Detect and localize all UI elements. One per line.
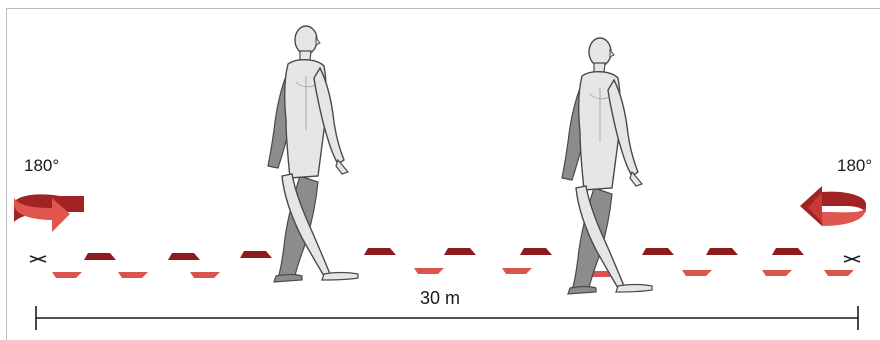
- footprint-icon: [190, 272, 220, 278]
- footprint-row-upper: [84, 248, 804, 260]
- footprint-row-lower: [52, 268, 854, 278]
- footprint-icon: [762, 270, 792, 276]
- footprint-icon: [444, 248, 476, 255]
- footprint-icon: [414, 268, 444, 274]
- turn-left-label: 180°: [24, 156, 59, 176]
- footprint-icon: [52, 272, 82, 278]
- footprint-icon: [118, 272, 148, 278]
- footprint-icon: [240, 251, 272, 258]
- turn-right-label: 180°: [837, 156, 872, 176]
- cross-marker-icon: [844, 256, 860, 262]
- footprint-icon: [642, 248, 674, 255]
- footprint-icon: [824, 270, 854, 276]
- turn-arrow-icon: [14, 194, 84, 232]
- cross-marker-icon: [30, 256, 46, 262]
- footprint-icon: [168, 253, 200, 260]
- footprint-icon: [502, 268, 532, 274]
- footprint-icon: [84, 253, 116, 260]
- walking-person-icon: [562, 38, 652, 294]
- footprint-icon: [364, 248, 396, 255]
- footprint-icon: [772, 248, 804, 255]
- walking-person-icon: [268, 26, 358, 282]
- distance-line: [36, 306, 858, 330]
- distance-label: 30 m: [0, 288, 880, 308]
- turn-arrow-icon: [800, 186, 866, 226]
- footprint-icon: [682, 270, 712, 276]
- footprint-icon: [520, 248, 552, 255]
- footprint-icon: [706, 248, 738, 255]
